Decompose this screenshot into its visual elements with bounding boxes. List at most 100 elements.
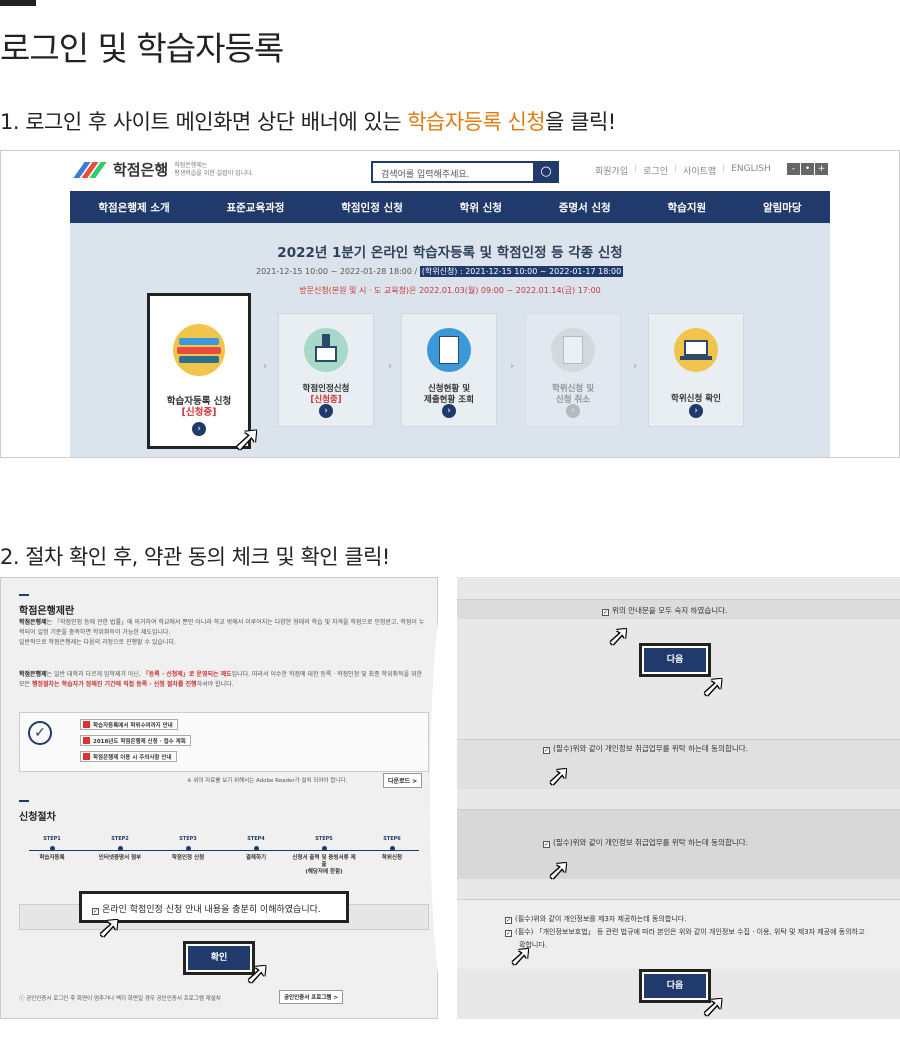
chevron-right-icon: › bbox=[510, 361, 514, 372]
card-label: 신청 취소 bbox=[555, 395, 591, 405]
agree-consign-checkbox-2[interactable]: ✓(필수)위와 같이 개인정보 취급업무를 위탁 하는데 동의합니다. bbox=[543, 838, 749, 848]
agree-thirdparty-checkbox[interactable]: ✓(필수)위와 같이 개인정보를 제3자 제공하는데 동의합니다. bbox=[505, 915, 687, 924]
nav-item[interactable]: 학위 신청 bbox=[459, 201, 502, 214]
chevron-right-icon: › bbox=[633, 361, 637, 372]
util-english[interactable]: ENGLISH bbox=[731, 164, 771, 174]
go-arrow-icon[interactable]: › bbox=[566, 404, 580, 418]
agree-privacy-law-cont: 확합니다. bbox=[519, 941, 547, 949]
checklist-pencil-icon bbox=[551, 328, 595, 372]
nav-item[interactable]: 학점은행제 소개 bbox=[98, 201, 170, 214]
logo-mark-icon bbox=[73, 161, 107, 178]
checkbox-icon: ✓ bbox=[505, 917, 512, 924]
right-panel-agreements: ✓위의 안내문을 모두 숙지 하였습니다. ➚ 다음 ➚ ✓(필수)위와 같이 … bbox=[457, 577, 900, 1019]
doc-link[interactable]: 학점은행제 이용 시 주의사항 안내 bbox=[80, 751, 177, 762]
step1-heading: 1. 로그인 후 사이트 메인화면 상단 배너에 있는 학습자등록 신청을 클릭… bbox=[0, 110, 616, 134]
banner-dates: 2021-12-15 10:00 ~ 2022-01-28 18:00 / (학… bbox=[256, 266, 624, 277]
understand-checkbox[interactable]: ✓온라인 학점인정 신청 안내 내용을 충분히 이해하였습니다. bbox=[79, 891, 349, 923]
search-icon[interactable]: ○ bbox=[533, 161, 559, 183]
banner-title: 2022년 1분기 온라인 학습자등록 및 학점인정 등 각종 신청 bbox=[277, 245, 623, 261]
go-arrow-icon[interactable]: › bbox=[319, 404, 333, 418]
heading-accent bbox=[19, 800, 29, 802]
mouse-pointer-icon: ➚ bbox=[509, 939, 533, 972]
mouse-pointer-icon: ➚ bbox=[701, 989, 727, 1019]
nav-item[interactable]: 학습지원 bbox=[667, 201, 707, 214]
util-login[interactable]: 로그인 bbox=[643, 167, 669, 177]
notice-paragraph: 학점은행제는 일반 대학과 다르게 입학제가 아닌, 「등록 · 신청제」로 운… bbox=[19, 671, 423, 688]
download-button[interactable]: 다운로드 > bbox=[383, 773, 423, 788]
util-join[interactable]: 회원가입 bbox=[595, 167, 629, 177]
go-arrow-icon[interactable]: › bbox=[689, 404, 703, 418]
checkbox-icon: ✓ bbox=[543, 841, 550, 848]
doc-link[interactable]: 학습자등록에서 학위수여까지 안내 bbox=[80, 719, 178, 730]
page-title: 로그인 및 학습자등록 bbox=[0, 29, 284, 68]
agree-privacy-law-checkbox[interactable]: ✓(필수) 「개인정보보호법」 등 관련 법규에 따라 본인은 위와 같이 개인… bbox=[505, 928, 865, 937]
nav-item[interactable]: 표준교육과정 bbox=[226, 201, 285, 214]
check-circle-icon: ✓ bbox=[28, 721, 52, 745]
logo-name: 학점은행 bbox=[113, 161, 169, 179]
main-banner: 2022년 1분기 온라인 학습자등록 및 학점인정 등 각종 신청 2021-… bbox=[70, 223, 830, 457]
card-label: 제출현황 조회 bbox=[424, 395, 474, 405]
checkbox-icon: ✓ bbox=[543, 747, 550, 754]
chevron-right-icon: › bbox=[388, 361, 392, 372]
confirm-button[interactable]: 확인 bbox=[183, 941, 255, 975]
go-arrow-icon[interactable]: › bbox=[442, 404, 456, 418]
checkbox-icon[interactable]: ✓ bbox=[92, 908, 99, 915]
left-panel-terms: 학점은행제란 학점은행제는 「학점인정 등에 관한 법률」에 의거하여 학교에서… bbox=[0, 577, 438, 1019]
certificate-program-button[interactable]: 공인인증서 프로그램 > bbox=[279, 990, 343, 1004]
mouse-pointer-icon: ➚ bbox=[245, 956, 271, 991]
util-sitemap[interactable]: 사이트맵 bbox=[683, 167, 717, 177]
section-heading: 학점은행제란 bbox=[19, 606, 75, 617]
books-icon bbox=[173, 324, 225, 376]
title-accent-bar bbox=[0, 0, 36, 6]
nav-item[interactable]: 알림마당 bbox=[762, 201, 802, 214]
card-label: 신청현황 및 bbox=[427, 384, 471, 394]
search-input[interactable]: 검색어를 입력해주세요. bbox=[371, 161, 559, 183]
next-button[interactable]: 다음 bbox=[639, 643, 711, 677]
zoom-in-button[interactable]: + bbox=[815, 163, 828, 175]
mouse-pointer-icon: ➚ bbox=[547, 759, 571, 792]
mouse-pointer-icon: ➚ bbox=[701, 669, 727, 704]
agree-bar bbox=[457, 599, 900, 619]
laptop-alert-icon bbox=[674, 328, 718, 372]
mouse-pointer-icon: ➚ bbox=[233, 419, 262, 458]
card-degree-check[interactable]: 학위신청 확인 › bbox=[648, 313, 744, 427]
chevron-right-icon: › bbox=[263, 361, 267, 372]
checkbox-icon: ✓ bbox=[505, 930, 512, 937]
mouse-pointer-icon: ➚ bbox=[547, 853, 571, 886]
card-learner-registration[interactable]: 학습자등록 신청 [신청중] › bbox=[147, 293, 251, 449]
agree-section bbox=[457, 739, 900, 789]
doc-link[interactable]: 2018년도 학점은행제 신청 · 접수 계획 bbox=[80, 735, 191, 746]
banner-visit-notice: 방문신청(본원 및 시 · 도 교육청)은 2022.01.03(월) 09:0… bbox=[299, 286, 601, 295]
zoom-reset-button[interactable]: • bbox=[801, 163, 814, 175]
heading-accent bbox=[19, 594, 29, 596]
logo-subtitle: 학점은행제는 평생학습을 위한 길잡이 입니다. bbox=[174, 161, 254, 177]
site-logo[interactable]: 학점은행 학점은행제는 평생학습을 위한 길잡이 입니다. bbox=[73, 159, 254, 180]
card-credit-recognition[interactable]: 학점인정신청 [신청중] › bbox=[278, 313, 374, 427]
zoom-out-button[interactable]: - bbox=[787, 163, 800, 175]
site-screenshot: 학점은행 학점은행제는 평생학습을 위한 길잡이 입니다. 검색어를 입력해주세… bbox=[0, 150, 900, 458]
next-button-final[interactable]: 다음 bbox=[639, 969, 711, 1003]
go-arrow-icon[interactable]: › bbox=[192, 422, 206, 436]
card-status-inquiry[interactable]: 신청현황 및 제출현황 조회 › bbox=[401, 313, 497, 427]
certificate-notice: ⓘ 공인인증서 로그인 후 화면이 멈추거나 백지 화면일 경우 공인인증서 프… bbox=[19, 996, 221, 1002]
nav-item[interactable]: 학점인정 신청 bbox=[341, 201, 403, 214]
card-label: 학위신청 확인 bbox=[671, 394, 721, 404]
adobe-notice: ※ 위의 자료를 보기 위해서는 Adobe Reader가 설치 되어야 합니… bbox=[187, 778, 348, 784]
nav-item[interactable]: 증명서 신청 bbox=[558, 201, 611, 214]
mouse-pointer-icon: ➚ bbox=[97, 910, 123, 945]
card-degree-application[interactable]: 학위신청 및 신청 취소 › bbox=[525, 313, 621, 427]
procedure-heading: 신청절차 bbox=[19, 812, 56, 823]
agree-consign-checkbox[interactable]: ✓(필수)위와 같이 개인정보 취급업무를 위탁 하는데 동의합니다. bbox=[543, 744, 749, 754]
agree-notice-checkbox[interactable]: ✓위의 안내문을 모두 숙지 하였습니다. bbox=[602, 606, 728, 616]
utility-links: 회원가입| 로그인| 사이트맵| ENGLISH bbox=[595, 164, 771, 177]
checkbox-icon: ✓ bbox=[602, 609, 609, 616]
card-status: [신청중] bbox=[310, 395, 342, 405]
step2-heading: 2. 절차 확인 후, 약관 동의 체크 및 확인 클릭! bbox=[0, 545, 390, 569]
document-list: ✓ 학습자등록에서 학위수여까지 안내 2018년도 학점은행제 신청 · 접수… bbox=[19, 712, 429, 772]
